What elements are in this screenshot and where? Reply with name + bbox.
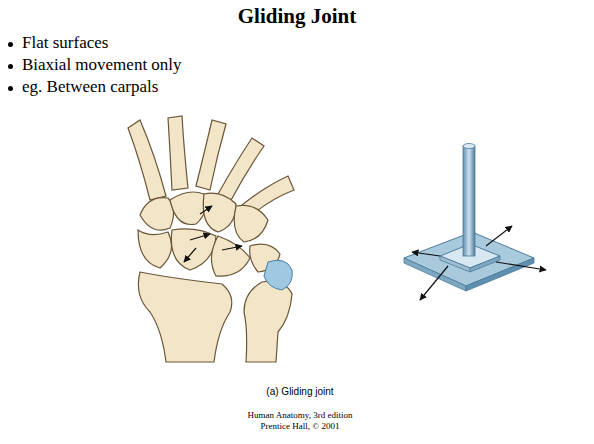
bullet-dot — [8, 64, 13, 69]
bullet-dot — [8, 42, 13, 47]
bullet-text: eg. Between carpals — [22, 77, 158, 97]
slide-title: Gliding Joint — [0, 4, 594, 29]
bullet-text: Flat surfaces — [22, 33, 108, 53]
bullet-text: Biaxial movement only — [22, 55, 182, 75]
movement-arrows — [412, 226, 546, 300]
joint-model — [404, 144, 534, 292]
articular-disc — [264, 260, 292, 290]
wrist-bones — [128, 116, 294, 362]
source-credit: Prentice Hall, © 2001 — [261, 421, 340, 431]
figure-caption: (a) Gliding joint — [266, 386, 333, 397]
bullet-dot — [8, 86, 13, 91]
movement-arrows — [184, 206, 242, 262]
source-credit: Human Anatomy, 3rd edition — [248, 410, 353, 420]
